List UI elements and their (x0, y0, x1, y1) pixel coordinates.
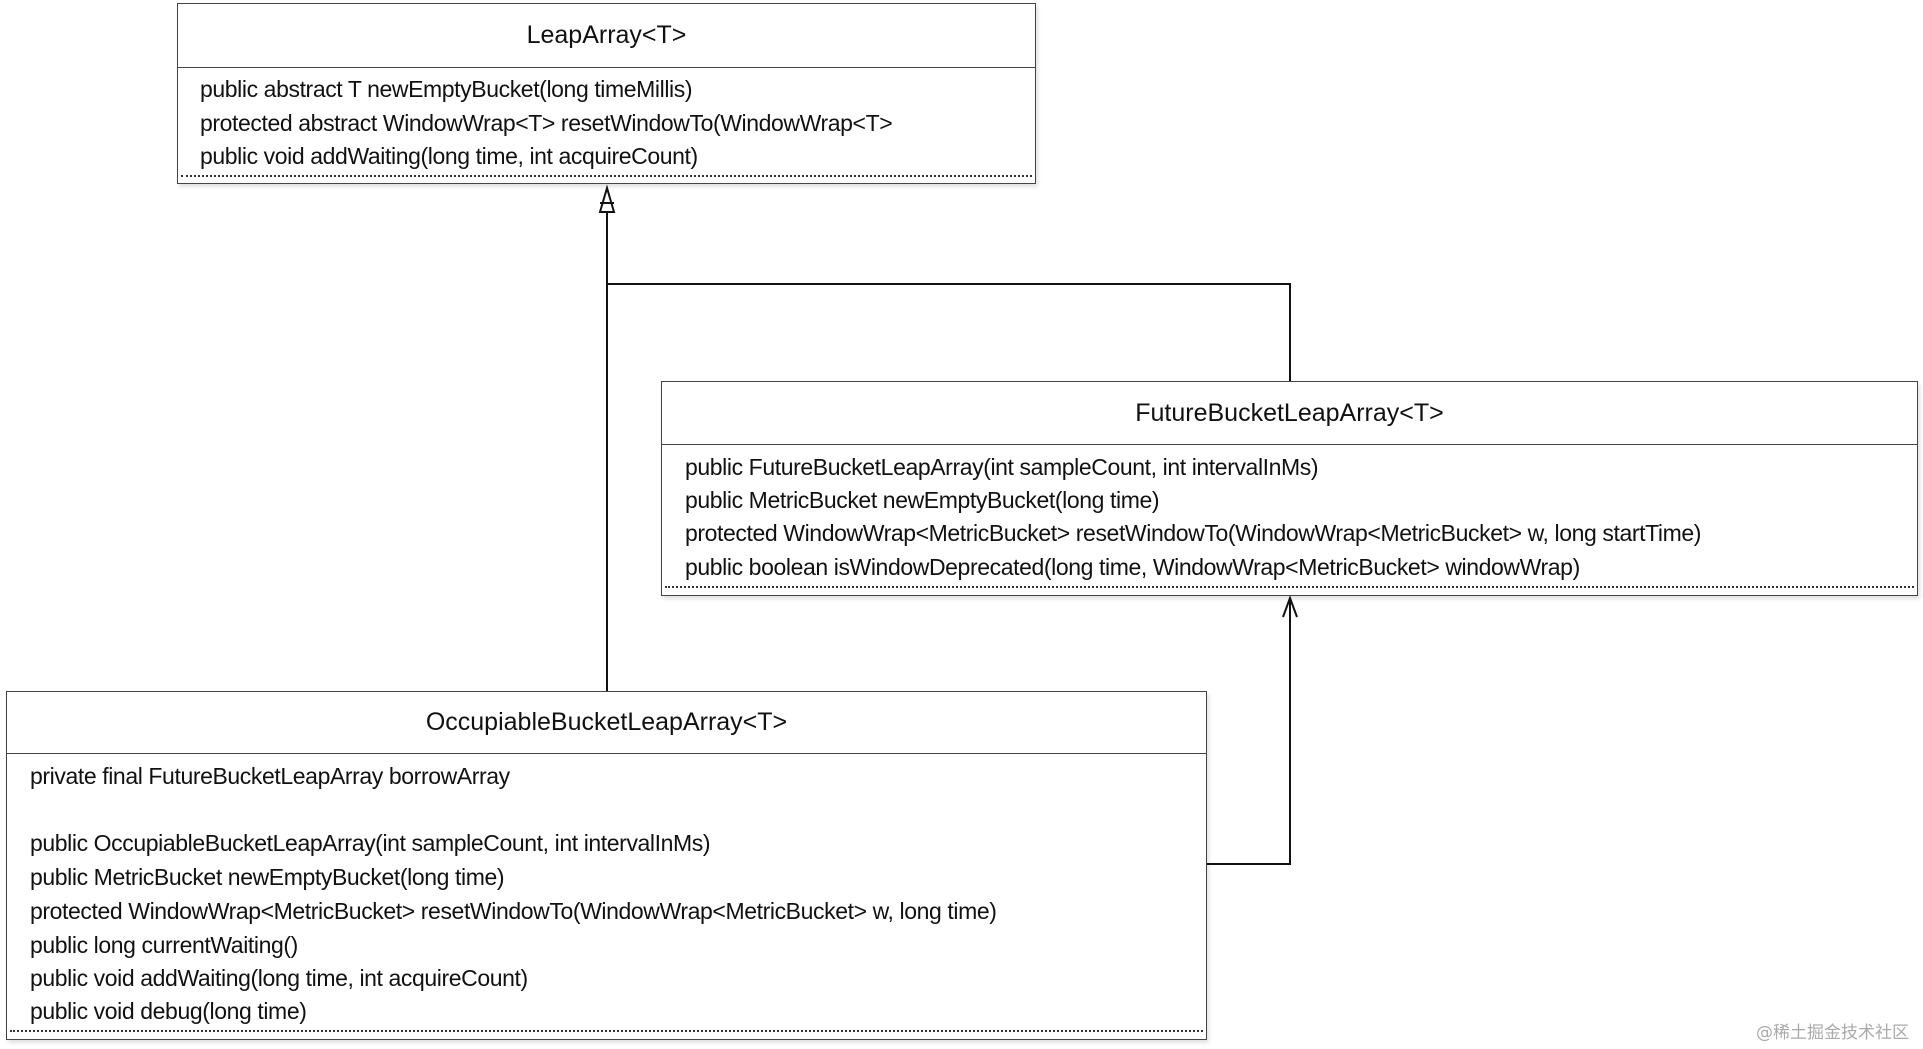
open-arrowhead-icon (1282, 595, 1298, 618)
association-line (1207, 598, 1291, 865)
member: protected abstract WindowWrap<T> resetWi… (200, 110, 893, 136)
member: public OccupiableBucketLeapArray(int sam… (30, 830, 711, 856)
member: private final FutureBucketLeapArray borr… (30, 763, 510, 789)
member: public MetricBucket newEmptyBucket(long … (30, 864, 505, 890)
class-name: FutureBucketLeapArray<T> (662, 382, 1917, 445)
divider (181, 175, 1032, 177)
class-name: OccupiableBucketLeapArray<T> (7, 692, 1206, 754)
member: public abstract T newEmptyBucket(long ti… (200, 76, 693, 102)
member: public void addWaiting(long time, int ac… (30, 965, 528, 991)
generalization-line-future (607, 283, 1291, 381)
hollow-arrowhead-icon (598, 184, 616, 213)
member: public void addWaiting(long time, int ac… (200, 143, 698, 169)
class-future-bucket-leap-array[interactable]: FutureBucketLeapArray<T> public FutureBu… (661, 381, 1918, 596)
member: protected WindowWrap<MetricBucket> reset… (30, 898, 997, 924)
watermark: @稀土掘金技术社区 (1756, 1023, 1909, 1043)
class-occupiable-bucket-leap-array[interactable]: OccupiableBucketLeapArray<T> private fin… (6, 691, 1207, 1040)
member: protected WindowWrap<MetricBucket> reset… (685, 520, 1702, 546)
member: public void debug(long time) (30, 998, 307, 1024)
member: public boolean isWindowDeprecated(long t… (685, 554, 1580, 580)
class-name: LeapArray<T> (178, 4, 1035, 68)
member: public FutureBucketLeapArray(int sampleC… (685, 454, 1319, 480)
member: public MetricBucket newEmptyBucket(long … (685, 487, 1160, 513)
class-leap-array[interactable]: LeapArray<T> public abstract T newEmptyB… (177, 3, 1036, 184)
divider (10, 1030, 1203, 1032)
divider (665, 586, 1914, 588)
member: public long currentWaiting() (30, 932, 298, 958)
